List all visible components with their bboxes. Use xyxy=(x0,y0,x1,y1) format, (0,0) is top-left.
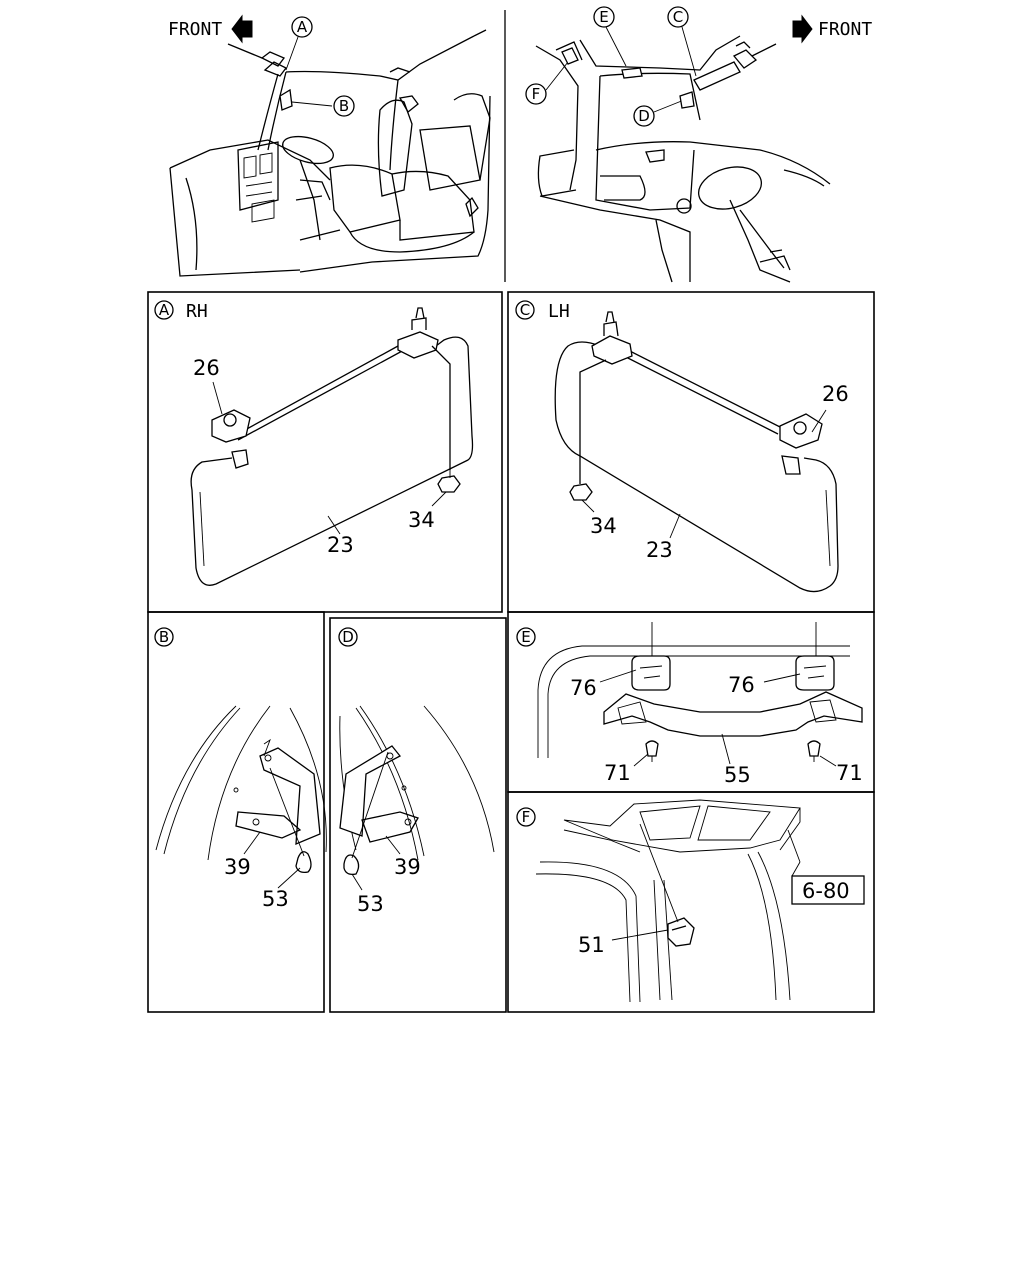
panel-d-part-53: 53 xyxy=(357,892,384,916)
panel-d-letter-circle xyxy=(338,627,358,647)
panel-a-letter-circle xyxy=(154,300,174,320)
panel-d-frame xyxy=(329,617,507,1013)
panel-c-letter: C xyxy=(520,301,530,319)
callout-c: C xyxy=(673,8,683,26)
panel-e-part-71-left: 71 xyxy=(604,761,631,785)
panel-a-title: RH xyxy=(186,301,208,322)
front-label-left: FRONT xyxy=(168,19,222,40)
panel-e-part-76-left: 76 xyxy=(570,676,597,700)
panel-b-letter-circle xyxy=(154,627,174,647)
panel-f-part-51: 51 xyxy=(578,933,605,957)
panel-e-letter: E xyxy=(521,628,530,646)
panel-f-ref-box xyxy=(791,875,865,905)
front-label-right: FRONT xyxy=(818,19,872,40)
callout-b: B xyxy=(339,97,349,115)
front-arrow-left-icon xyxy=(231,14,253,44)
panel-e-letter-circle xyxy=(516,627,536,647)
panel-d-letter: D xyxy=(342,628,354,646)
callout-e: E xyxy=(599,8,608,26)
panel-f-letter-circle xyxy=(516,807,536,827)
panel-a-letter: A xyxy=(159,301,170,319)
overview-left: FRONT A B xyxy=(168,14,491,277)
panel-e-part-71-right: 71 xyxy=(836,761,863,785)
callout-e-circle xyxy=(593,6,615,28)
panel-b-part-53: 53 xyxy=(262,887,289,911)
panel-b-letter: B xyxy=(159,628,169,646)
panel-c: C LH 26 34 23 xyxy=(507,291,875,613)
callout-a-circle xyxy=(291,16,313,38)
panel-c-part-23: 23 xyxy=(646,538,673,562)
panel-e: E 76 76 71 55 71 xyxy=(507,611,875,793)
callout-b-circle xyxy=(333,95,355,117)
panel-b: B 39 53 xyxy=(147,611,327,1013)
panel-e-part-76-right: 76 xyxy=(728,673,755,697)
panel-c-part-34: 34 xyxy=(590,514,617,538)
panel-b-part-39: 39 xyxy=(224,855,251,879)
panel-a-frame xyxy=(147,291,503,613)
panel-f-letter: F xyxy=(522,808,531,826)
callout-f: F xyxy=(532,85,541,103)
callout-d-circle xyxy=(633,105,655,127)
panel-f: F 6-80 51 xyxy=(507,791,875,1013)
panel-a-part-23: 23 xyxy=(327,533,354,557)
panel-c-title: LH xyxy=(548,301,570,322)
panel-c-frame xyxy=(507,291,875,613)
panel-c-letter-circle xyxy=(515,300,535,320)
panel-f-frame xyxy=(507,791,875,1013)
overview-right: FRONT E C F D xyxy=(525,6,872,283)
panel-d: D 39 53 xyxy=(329,617,507,1013)
callout-d: D xyxy=(638,107,650,125)
panel-d-part-39: 39 xyxy=(394,855,421,879)
panel-a: A RH 26 34 23 xyxy=(147,291,503,613)
callout-c-circle xyxy=(667,6,689,28)
front-arrow-right-icon xyxy=(792,14,813,44)
panel-a-part-26: 26 xyxy=(193,356,220,380)
panel-f-reference: 6-80 xyxy=(802,879,850,903)
panel-a-part-34: 34 xyxy=(408,508,435,532)
panel-e-part-55: 55 xyxy=(724,763,751,787)
callout-f-circle xyxy=(525,83,547,105)
panel-c-part-26: 26 xyxy=(822,382,849,406)
callout-a: A xyxy=(297,18,308,36)
panel-b-frame xyxy=(147,611,325,1013)
